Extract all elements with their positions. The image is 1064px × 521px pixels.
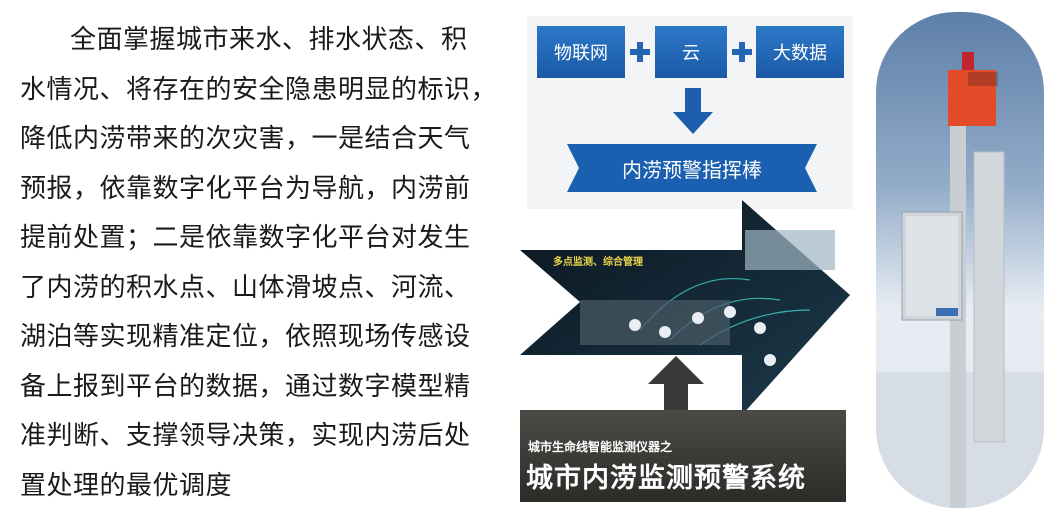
result-label: 内涝预警指挥棒 [622, 157, 762, 182]
dashboard-arrow-image [520, 200, 850, 415]
cloud-box: 云 [655, 26, 727, 78]
monitoring-device-photo [876, 12, 1044, 508]
description-paragraph: 全面掌握城市来水、排水状态、积 水情况、将存在的安全隐患明显的标识， 降低内涝带… [20, 16, 500, 511]
paragraph-line: 预报，依靠数字化平台为导航，内涝前 [20, 173, 471, 204]
paragraph-line: 降低内涝带来的次灾害，一是结合天气 [20, 124, 471, 154]
dashboard-label: 多点监测、综合管理 [553, 257, 643, 268]
paragraph-line: 水情况、将存在的安全隐患明显的标识， [20, 74, 498, 105]
paragraph-line: 提前处置；二是依靠数字化平台对发生 [20, 223, 471, 253]
plus-icon [732, 42, 752, 62]
arrow-down-icon [673, 88, 713, 134]
arrow-up-icon [648, 356, 704, 418]
caption-title: 城市内涝监测预警系统 [526, 463, 806, 494]
paragraph-line: 全面掌握城市来水、排水状态、积 [70, 25, 468, 55]
paragraph-line: 备上报到平台的数据，通过数字模型精 [20, 371, 471, 402]
plus-icon [630, 42, 650, 62]
caption-subtitle: 城市生命线智能监测仪器之 [528, 440, 673, 454]
paragraph-line: 湖泊等实现精准定位，依照现场传感设 [20, 322, 471, 352]
iot-box: 物联网 [537, 26, 625, 78]
paragraph-line: 了内涝的积水点、山体滑坡点、河流、 [20, 272, 471, 303]
paragraph-line: 准判断、支撑领导决策，实现内涝后处 [20, 421, 471, 451]
tech-diagram: 物联网 云 大数据 内涝预警指挥棒 [527, 16, 853, 209]
device-illustration [876, 52, 1044, 508]
paragraph-line: 置处理的最优调度 [20, 470, 233, 501]
system-caption: 城市生命线智能监测仪器之 城市内涝监测预警系统 [520, 410, 846, 502]
bigdata-box: 大数据 [756, 26, 844, 78]
result-banner [567, 144, 817, 192]
